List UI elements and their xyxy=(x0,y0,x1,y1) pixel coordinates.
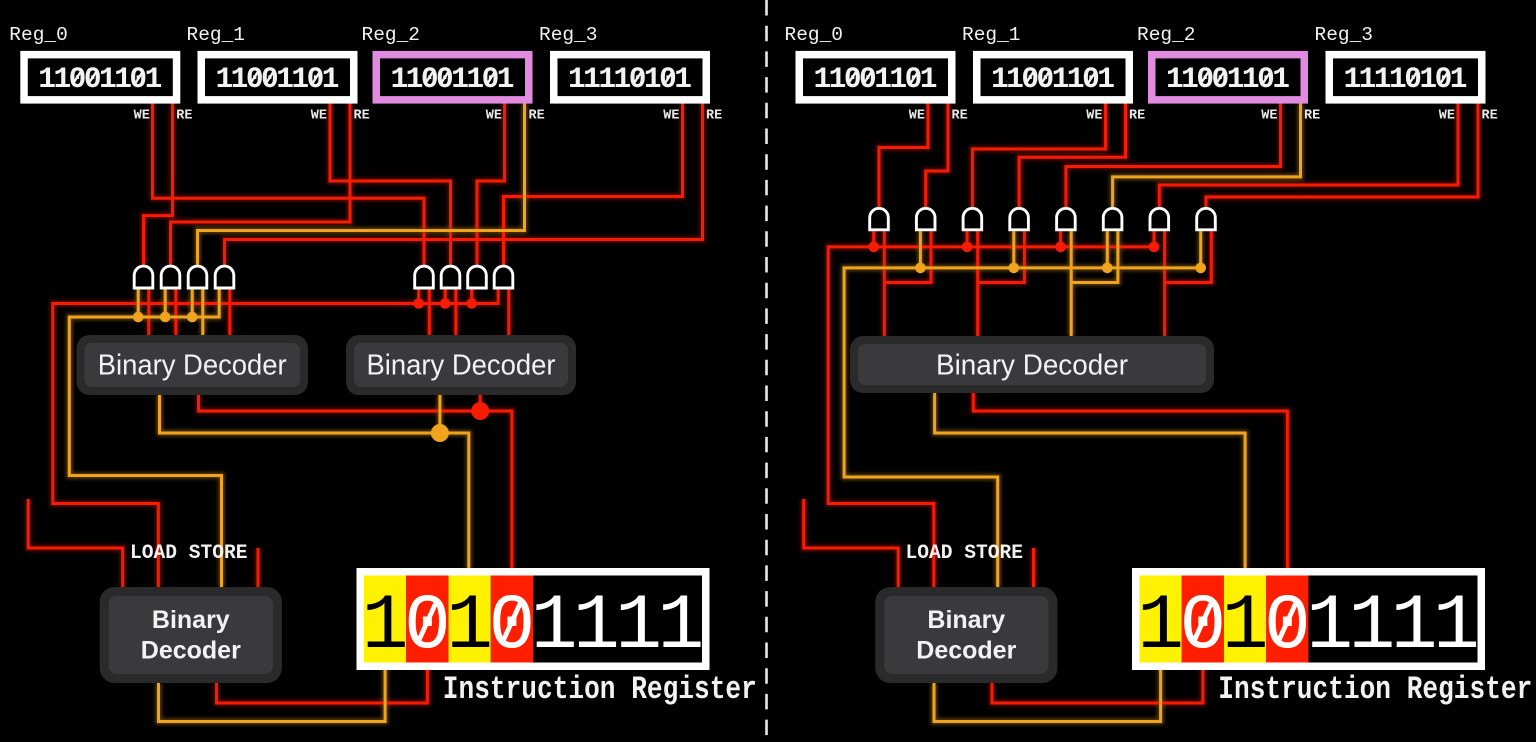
svg-text:Instruction Register: Instruction Register xyxy=(1218,671,1532,708)
svg-text:RE: RE xyxy=(529,109,545,124)
svg-text:LOAD STORE: LOAD STORE xyxy=(906,542,1024,565)
svg-text:Decoder: Decoder xyxy=(141,637,241,665)
svg-text:WE: WE xyxy=(1261,109,1277,124)
svg-text:1: 1 xyxy=(1348,583,1395,671)
svg-text:WE: WE xyxy=(486,109,502,124)
svg-text:Reg_1: Reg_1 xyxy=(187,24,246,46)
svg-text:WE: WE xyxy=(1439,109,1455,124)
svg-text:1: 1 xyxy=(1391,583,1438,671)
svg-text:Reg_3: Reg_3 xyxy=(539,24,598,46)
svg-text:WE: WE xyxy=(1086,109,1102,124)
svg-text:11001101: 11001101 xyxy=(38,62,162,96)
svg-text:RE: RE xyxy=(1304,109,1320,124)
svg-text:RE: RE xyxy=(952,109,968,124)
svg-text:1: 1 xyxy=(1137,583,1184,671)
svg-text:WE: WE xyxy=(134,109,150,124)
svg-text:WE: WE xyxy=(909,109,925,124)
svg-text:1: 1 xyxy=(362,583,409,671)
svg-text:11110101: 11110101 xyxy=(568,62,692,96)
svg-text:Reg_0: Reg_0 xyxy=(785,24,844,46)
svg-text:11001101: 11001101 xyxy=(991,62,1115,96)
svg-text:Binary: Binary xyxy=(152,606,230,634)
svg-text:1: 1 xyxy=(1433,583,1480,671)
svg-text:WE: WE xyxy=(311,109,327,124)
svg-text:Reg_0: Reg_0 xyxy=(9,24,68,46)
svg-text:Binary Decoder: Binary Decoder xyxy=(936,350,1128,382)
svg-text:Reg_1: Reg_1 xyxy=(962,24,1021,46)
svg-text:Reg_2: Reg_2 xyxy=(1137,24,1196,46)
svg-text:WE: WE xyxy=(663,109,679,124)
svg-text:1: 1 xyxy=(1306,583,1353,671)
svg-text:1: 1 xyxy=(1222,583,1269,671)
svg-text:Reg_2: Reg_2 xyxy=(362,24,421,46)
svg-text:Decoder: Decoder xyxy=(916,637,1016,665)
svg-text:11001101: 11001101 xyxy=(391,62,515,96)
svg-text:Binary: Binary xyxy=(927,606,1005,634)
svg-text:Binary Decoder: Binary Decoder xyxy=(367,350,556,382)
svg-text:RE: RE xyxy=(1129,109,1145,124)
svg-text:1: 1 xyxy=(657,583,704,671)
svg-text:1: 1 xyxy=(615,583,662,671)
svg-text:Binary Decoder: Binary Decoder xyxy=(98,350,287,382)
svg-text:11001101: 11001101 xyxy=(814,62,938,96)
svg-text:11001101: 11001101 xyxy=(216,62,340,96)
svg-text:Reg_3: Reg_3 xyxy=(1315,24,1374,46)
svg-text:RE: RE xyxy=(706,109,722,124)
svg-text:RE: RE xyxy=(176,109,192,124)
svg-text:Instruction Register: Instruction Register xyxy=(443,671,757,708)
svg-text:1: 1 xyxy=(573,583,620,671)
svg-text:11110101: 11110101 xyxy=(1344,62,1468,96)
svg-text:RE: RE xyxy=(1482,109,1498,124)
svg-text:11001101: 11001101 xyxy=(1166,62,1290,96)
svg-text:1: 1 xyxy=(446,583,493,671)
svg-text:RE: RE xyxy=(354,109,370,124)
svg-text:LOAD STORE: LOAD STORE xyxy=(130,542,248,565)
svg-text:1: 1 xyxy=(531,583,578,671)
